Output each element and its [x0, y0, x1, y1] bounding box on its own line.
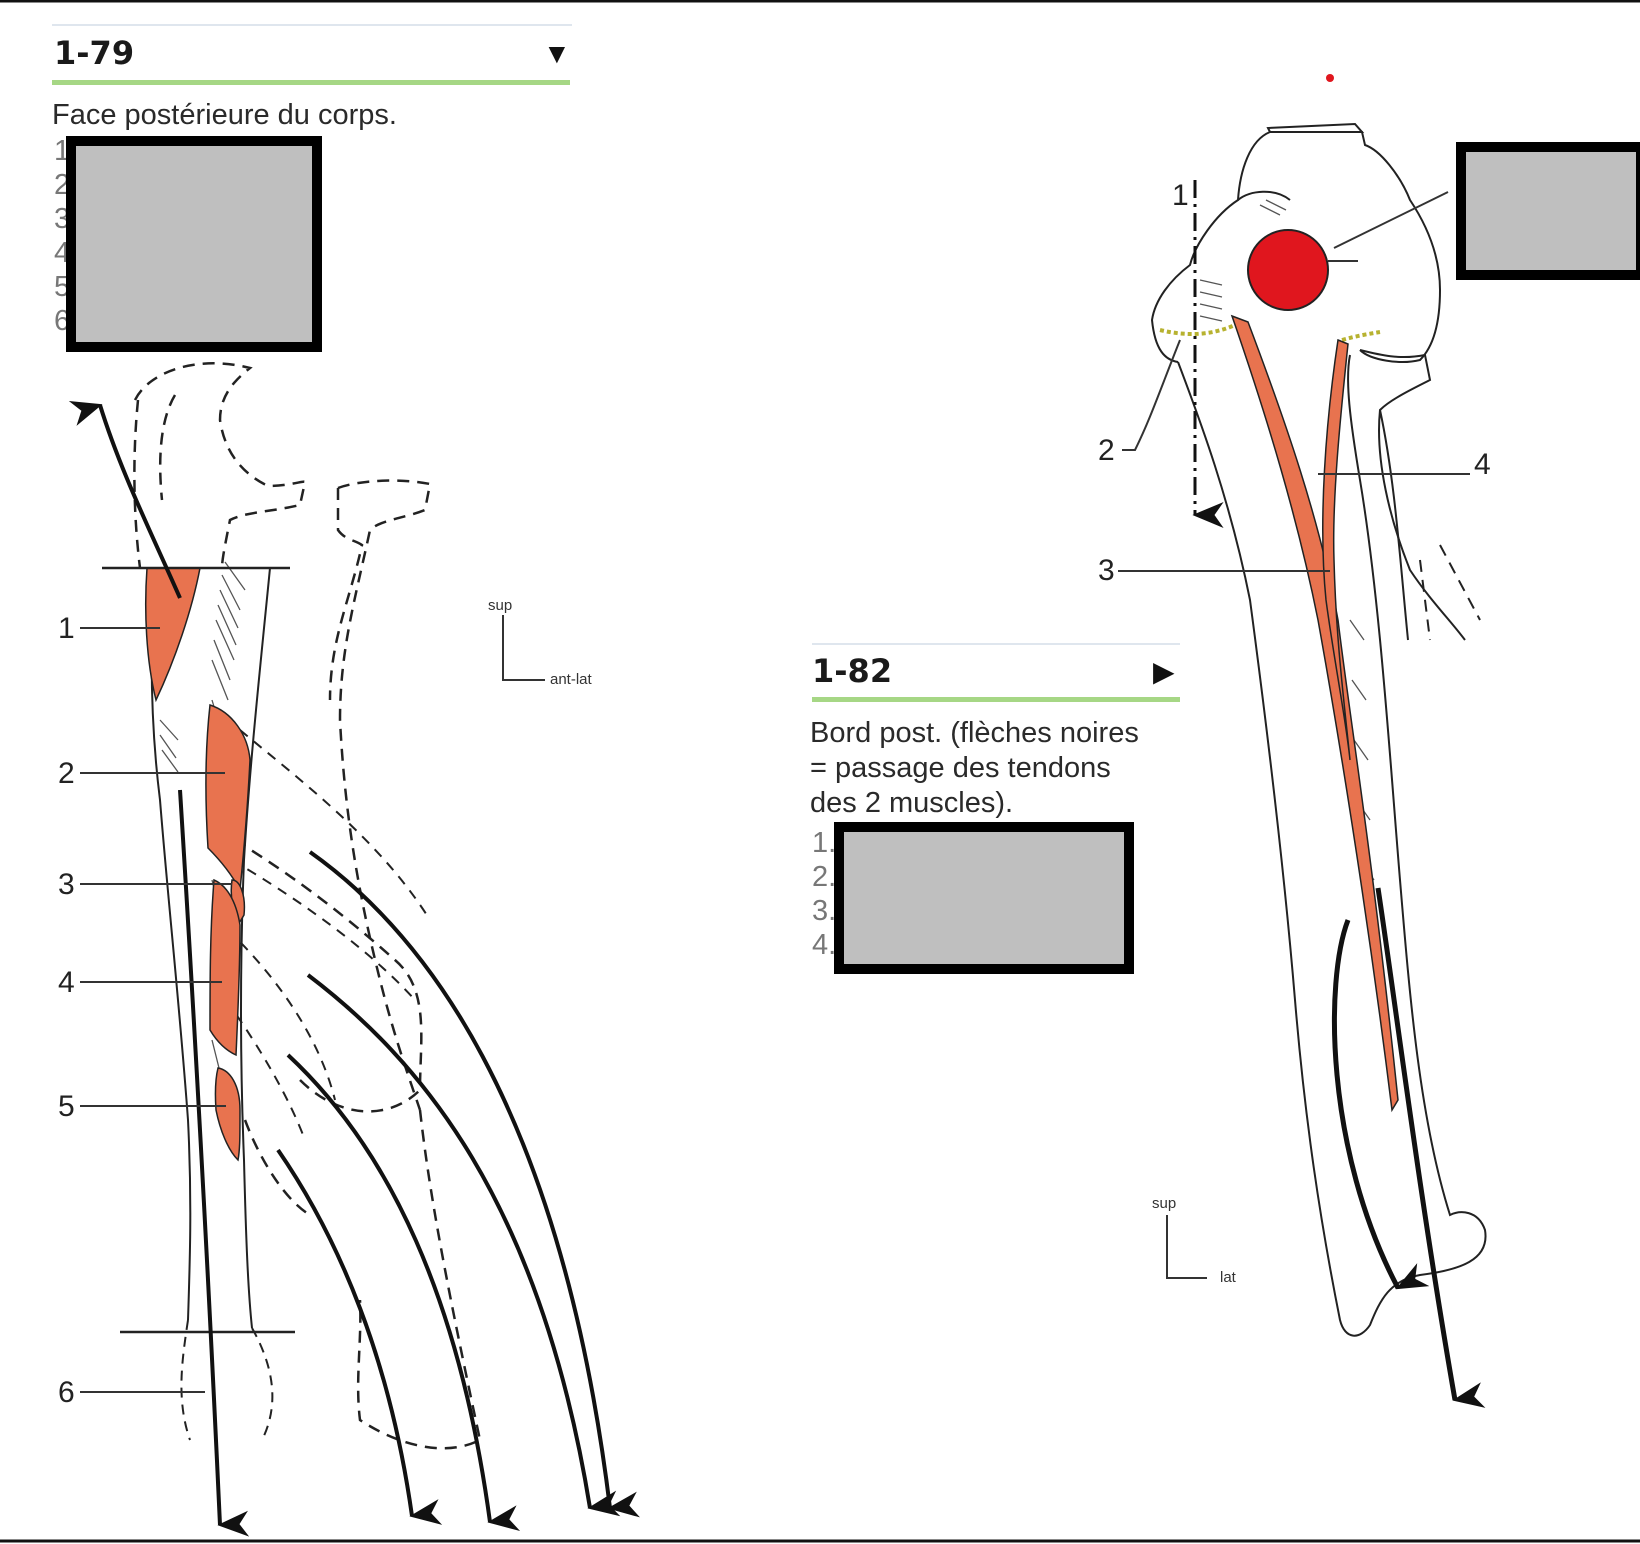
callout-leaders-right: [1118, 191, 1470, 572]
insertion-1: [144, 567, 201, 703]
callout-6: 6: [58, 1376, 75, 1409]
bone-hatching-right: [1199, 199, 1375, 881]
orientation-side-label: ant-lat: [550, 671, 593, 688]
callout-4: 4: [1474, 448, 1491, 481]
muscle-belly-lateral: [1322, 338, 1351, 761]
orientation-up-label: sup: [488, 597, 512, 614]
callout-1: 1: [1172, 179, 1189, 212]
figure-number-left: 1-79: [54, 34, 135, 72]
caption-line: Bord post. (flèches noires: [810, 717, 1139, 749]
orientation-indicator-right: sup lat: [1152, 1195, 1237, 1286]
caption-line: = passage des tendons: [810, 752, 1111, 784]
callout-2: 2: [1098, 434, 1115, 467]
callout-labels-left: 1 2 3 4 5 6: [58, 612, 75, 1409]
answer-mask-right-list[interactable]: [834, 822, 1134, 974]
articular-surface-marks: [1159, 323, 1381, 342]
caption-line: des 2 muscles).: [810, 787, 1014, 819]
muscle-belly-medial: [1230, 314, 1399, 1113]
downward-arrow: [286, 1053, 521, 1532]
callout-3: 3: [1098, 554, 1115, 587]
tendon-arrows-left: [68, 400, 640, 1537]
downward-arrow: [308, 850, 640, 1518]
muscle-insertions-left: [144, 567, 251, 1162]
panel-top-rule: [812, 643, 1180, 645]
legend-number: 1.: [812, 827, 837, 859]
level-lines: [102, 566, 295, 1334]
muscles-right: [1230, 314, 1399, 1113]
tendon-arrow-lateral: [1375, 887, 1486, 1408]
orientation-up-label: sup: [1152, 1195, 1176, 1212]
callout-5: 5: [58, 1090, 75, 1123]
caption-left: Face postérieure du corps.: [52, 99, 397, 131]
orientation-side-label: lat: [1220, 1269, 1237, 1286]
ulna-outline-right: [1150, 122, 1487, 1337]
insertion-5: [214, 1067, 241, 1162]
callout-leaders-left: [80, 627, 232, 1393]
downward-arrow: [178, 789, 250, 1537]
highlight-dot-small: [1326, 74, 1334, 82]
highlight-markers: [1247, 74, 1334, 311]
downward-arrow: [306, 973, 621, 1517]
legend-number: 2.: [812, 861, 837, 893]
panel-top-rule: [52, 24, 572, 26]
insertion-4: [209, 878, 241, 1057]
orientation-indicator-left: sup ant-lat: [488, 597, 593, 688]
right-triangle-icon[interactable]: ▶: [1153, 656, 1175, 687]
panel-accent-rule: [52, 80, 570, 85]
caption-right: Bord post. (flèches noires = passage des…: [810, 716, 1139, 821]
down-triangle-icon[interactable]: ▼: [543, 38, 571, 69]
figure-number-right: 1-82: [812, 652, 893, 690]
tendon-arrows-right: [1331, 887, 1486, 1408]
callout-1: 1: [58, 612, 75, 645]
upward-arrow: [68, 400, 182, 599]
callout-3: 3: [58, 868, 75, 901]
answer-mask-left[interactable]: [66, 136, 322, 352]
callout-labels-right: 1 2 3 4: [1098, 179, 1491, 587]
legend-number: 4.: [812, 929, 837, 961]
answer-mask-right-top[interactable]: [1456, 142, 1640, 280]
callout-2: 2: [58, 757, 75, 790]
highlight-dot-large: [1247, 229, 1329, 311]
downward-arrow: [276, 1148, 443, 1525]
panel-accent-rule: [812, 697, 1180, 702]
olecranon-dashed-outline: [133, 362, 482, 1450]
legend-list-right: 1. 2. 3. 4.: [812, 826, 836, 962]
tendon-arrow-medial: [1331, 919, 1430, 1290]
callout-4: 4: [58, 966, 75, 999]
legend-number: 3.: [812, 895, 837, 927]
